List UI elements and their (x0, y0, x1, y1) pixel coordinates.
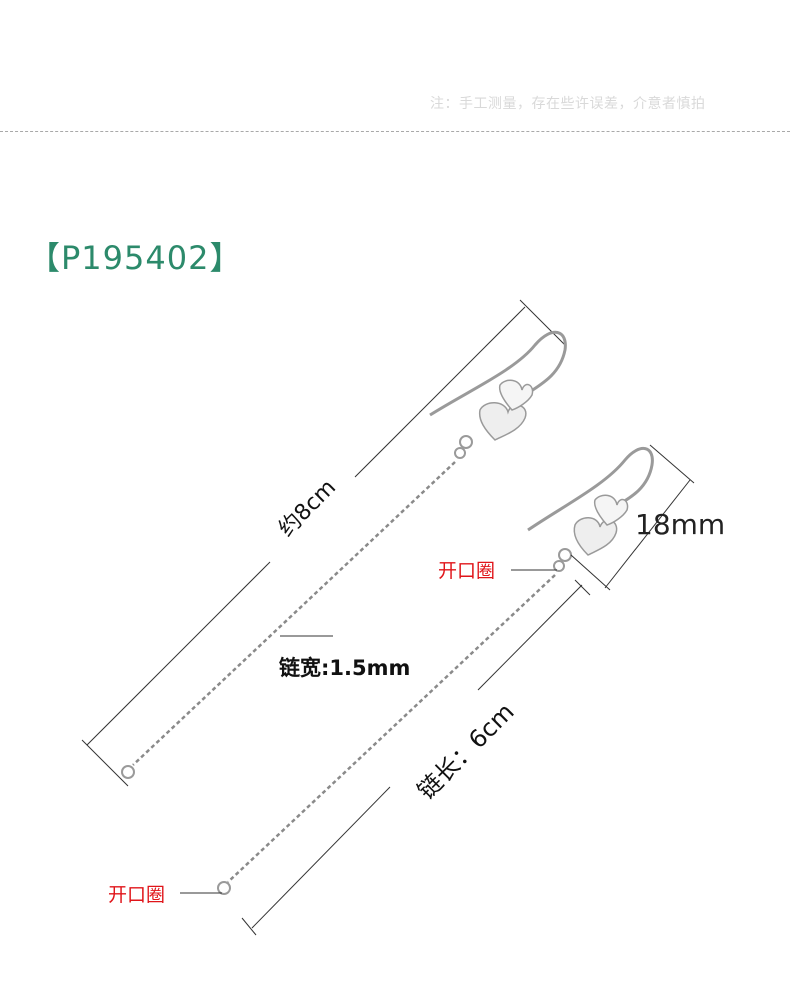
left-end-ring (121, 765, 135, 779)
right-jump-ring (558, 548, 572, 562)
left-earring (121, 331, 567, 779)
label-hook-height: 18mm (635, 508, 726, 541)
label-open-ring-1: 开口圈 (438, 560, 496, 582)
right-end-ring (217, 881, 231, 895)
label-open-ring-2: 开口圈 (108, 884, 166, 906)
product-code: 【P195402】 (28, 239, 243, 277)
right-earring (217, 447, 654, 895)
dashed-divider (0, 131, 790, 132)
dimension-line-hook-height (570, 444, 695, 591)
right-chain (227, 574, 556, 883)
label-chain-width: 链宽:1.5mm (279, 656, 411, 680)
measurement-note: 注：手工测量，存在些许误差，介意者慎拍 (430, 96, 706, 112)
left-jump-ring (459, 435, 473, 449)
right-heart-charm (573, 517, 618, 556)
dimension-line-chain-length (241, 579, 591, 936)
dimension-line-total-length (81, 299, 567, 787)
left-heart-charm (478, 402, 527, 441)
left-chain (132, 461, 456, 766)
